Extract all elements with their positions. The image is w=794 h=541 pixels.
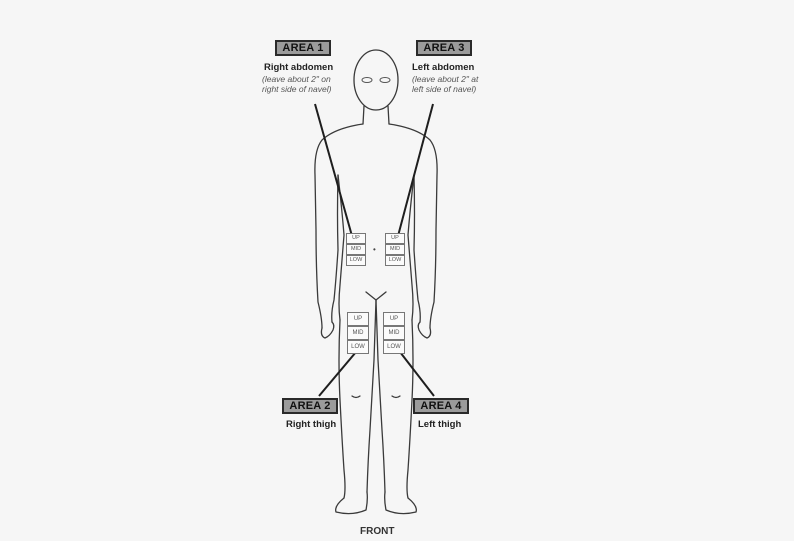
body-outline bbox=[315, 50, 437, 514]
left-arm-inner bbox=[414, 175, 420, 322]
area-2-box: AREA 2 bbox=[282, 398, 338, 414]
abdomen-left-zone-low: LOW bbox=[385, 255, 405, 266]
head-outline bbox=[354, 50, 398, 110]
left-knee bbox=[392, 396, 400, 398]
abdomen-right-zone-low: LOW bbox=[346, 255, 366, 266]
leader-line-area1 bbox=[315, 104, 352, 236]
face bbox=[362, 78, 390, 83]
right-eye bbox=[362, 78, 372, 83]
thigh-left-zone-mid: MID bbox=[383, 326, 405, 340]
leader-line-area3 bbox=[398, 104, 433, 236]
navel-marker: • bbox=[373, 245, 376, 254]
area-2-label: Right thigh bbox=[286, 419, 336, 430]
leader-line-area2 bbox=[319, 352, 356, 396]
abdomen-left-zone-up: UP bbox=[385, 233, 405, 244]
abdomen-right-zone-up: UP bbox=[346, 233, 366, 244]
area-1-note-line1: (leave about 2" on bbox=[262, 74, 331, 84]
right-foot bbox=[336, 492, 368, 514]
right-arm-inner bbox=[332, 175, 338, 322]
thigh-right-zone-mid: MID bbox=[347, 326, 369, 340]
thigh-left-zone-low: LOW bbox=[383, 340, 405, 354]
thigh-right-zone-low: LOW bbox=[347, 340, 369, 354]
area-1-box: AREA 1 bbox=[275, 40, 331, 56]
area-3-note-line2: left side of navel) bbox=[412, 84, 476, 94]
area-4-label: Left thigh bbox=[418, 419, 461, 430]
right-knee bbox=[352, 396, 360, 398]
left-foot bbox=[385, 492, 417, 514]
neck-outline bbox=[363, 106, 389, 124]
area-1-note-line2: right side of navel) bbox=[262, 84, 331, 94]
left-eye bbox=[380, 78, 390, 83]
left-hand bbox=[418, 322, 430, 338]
area-3-box: AREA 3 bbox=[416, 40, 472, 56]
abdomen-left-zone-mid: MID bbox=[385, 244, 405, 255]
view-label: FRONT bbox=[360, 526, 394, 537]
thigh-right-zone-up: UP bbox=[347, 312, 369, 326]
area-4-box: AREA 4 bbox=[413, 398, 469, 414]
abdomen-right-zone-mid: MID bbox=[346, 244, 366, 255]
area-3-note-line1: (leave about 2" at bbox=[412, 74, 478, 84]
right-hand bbox=[321, 322, 333, 338]
area-3-label: Left abdomen bbox=[412, 62, 474, 73]
groin-line bbox=[366, 292, 386, 300]
right-leg-outer bbox=[339, 320, 345, 498]
area-1-label: Right abdomen bbox=[264, 62, 333, 73]
thigh-left-zone-up: UP bbox=[383, 312, 405, 326]
leader-line-area4 bbox=[400, 352, 434, 396]
